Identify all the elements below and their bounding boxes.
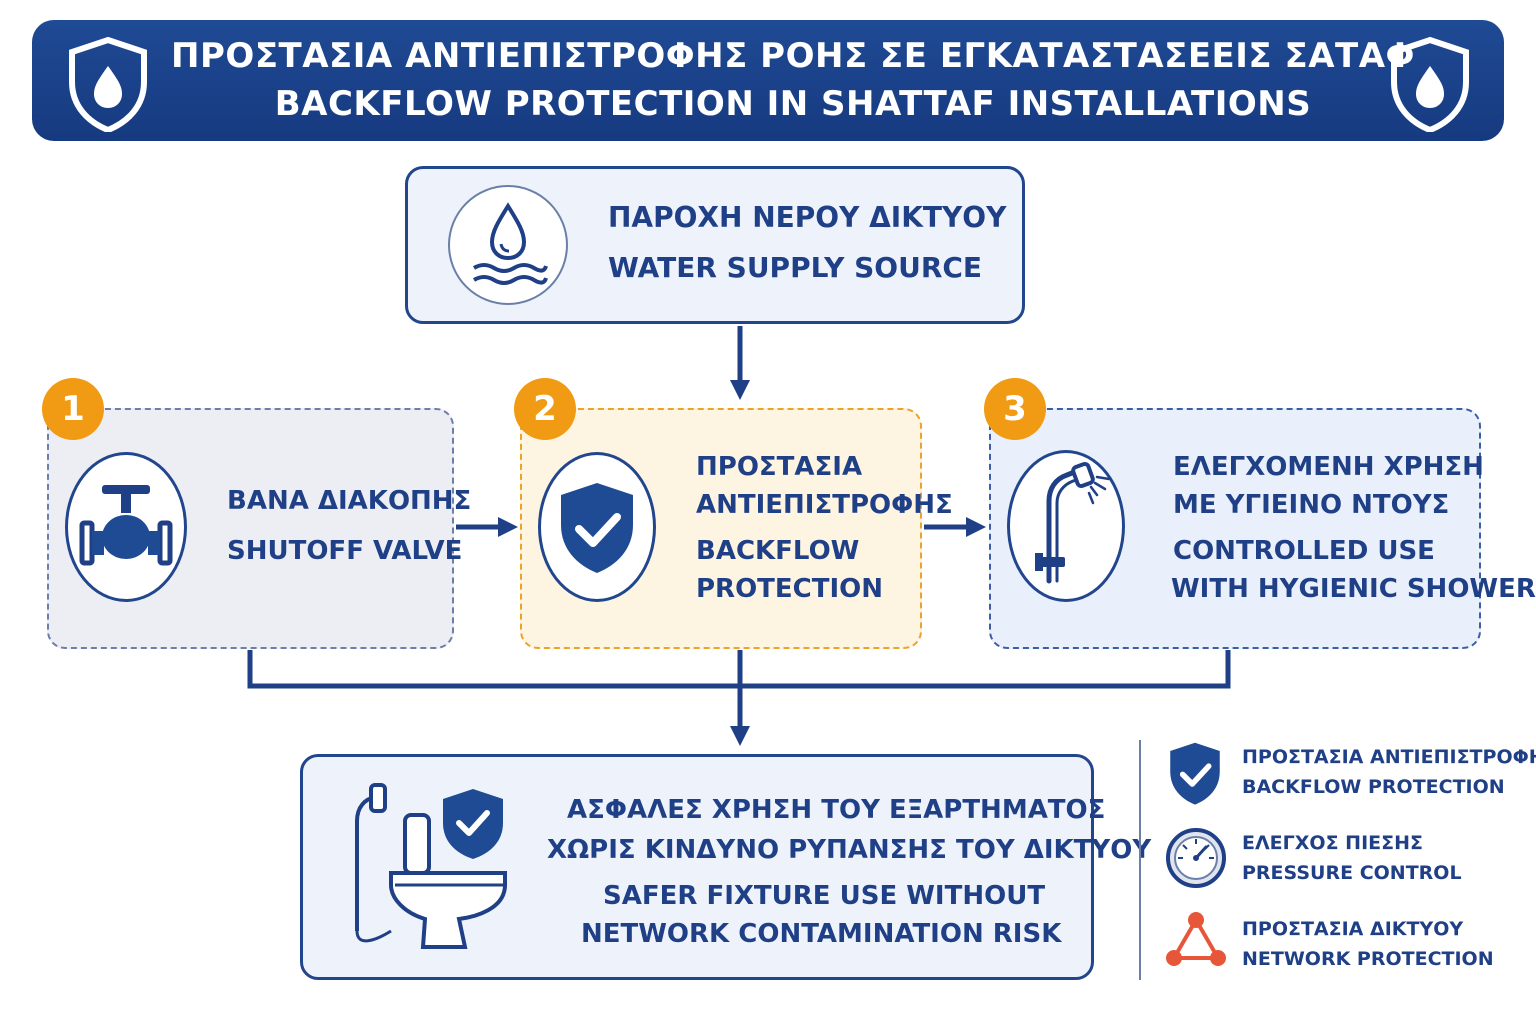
source-label-english: WATER SUPPLY SOURCE	[608, 251, 983, 284]
shield-check-icon	[561, 483, 633, 573]
step-2-label-english-2: PROTECTION	[696, 574, 884, 604]
step-1-number-badge: 1	[42, 378, 104, 440]
result-line-greek-1: ΑΣΦΑΛΕΣ ΧΡΗΣΗ ΤΟΥ ΕΞΑΡΤΗΜΑΤΟΣ	[567, 795, 1106, 825]
legend-backflow-greek: ΠΡΟΣΤΑΣΙΑ ΑΝΤΙΕΠΙΣΤΡΟΦΗΣ	[1242, 746, 1536, 768]
source-label-greek: ΠΑΡΟΧΗ ΝΕΡΟΥ ΔΙΚΤΥΟΥ	[608, 201, 1007, 234]
step-3-box: ΕΛΕΓΧΟΜΕΝΗ ΧΡΗΣΗ ΜΕ ΥΓΙΕΙΝΟ ΝΤΟΥΣ CONTRO…	[989, 408, 1536, 649]
legend-network-english: NETWORK PROTECTION	[1242, 948, 1494, 970]
water-supply-source-box: ΠΑΡΟΧΗ ΝΕΡΟΥ ΔΙΚΤΥΟΥ WATER SUPPLY SOURCE	[405, 166, 1025, 324]
result-line-english-2: NETWORK CONTAMINATION RISK	[581, 919, 1062, 949]
step-3-label-english-1: CONTROLLED USE	[1173, 536, 1435, 566]
legend-network-greek: ΠΡΟΣΤΑΣΙΑ ΔΙΚΤΥΟΥ	[1242, 918, 1464, 940]
network-nodes-icon	[1166, 912, 1226, 966]
toilet-shower-shield-icon	[355, 783, 507, 949]
result-line-english-1: SAFER FIXTURE USE WITHOUT	[603, 881, 1046, 911]
step-2-box: ΠΡΟΣΤΑΣΙΑ ΑΝΤΙΕΠΙΣΤΡΟΦΗΣ BACKFLOW PROTEC…	[520, 408, 953, 649]
step-1-label-greek: ΒΑΝΑ ΔΙΑΚΟΠΗΣ	[227, 486, 472, 516]
step-3-label-greek-1: ΕΛΕΓΧΟΜΕΝΗ ΧΡΗΣΗ	[1173, 452, 1484, 482]
step-1-icon-circle	[65, 452, 187, 602]
step-3-icon-circle	[1007, 450, 1125, 602]
step-2-number-badge: 2	[514, 378, 576, 440]
step-1-box: ΒΑΝΑ ΔΙΑΚΟΠΗΣ SHUTOFF VALVE	[47, 408, 471, 649]
header-title-english: BACKFLOW PROTECTION IN SHATTAF INSTALLAT…	[274, 84, 1312, 124]
legend-backflow-english: BACKFLOW PROTECTION	[1242, 776, 1505, 798]
water-drop-waves-icon	[472, 202, 548, 285]
legend-pressure-greek: ΕΛΕΓΧΟΣ ΠΙΕΣΗΣ	[1242, 832, 1423, 854]
result-box: ΑΣΦΑΛΕΣ ΧΡΗΣΗ ΤΟΥ ΕΞΑΡΤΗΜΑΤΟΣ ΧΩΡΙΣ ΚΙΝΔ…	[300, 754, 1151, 980]
step-2-label-greek-2: ΑΝΤΙΕΠΙΣΤΡΟΦΗΣ	[696, 490, 953, 520]
pressure-gauge-icon	[1166, 828, 1226, 888]
source-icon-circle	[448, 185, 568, 305]
step-3-number-badge: 3	[984, 378, 1046, 440]
step-2-icon-circle	[538, 452, 656, 602]
legend-divider	[1139, 740, 1141, 980]
header-title-greek: ΠΡΟΣΤΑΣΙΑ ΑΝΤΙΕΠΙΣΤΡΟΦΗΣ ΡΟΗΣ ΣΕ ΕΓΚΑΤΑΣ…	[171, 36, 1415, 76]
legend-shield-check-icon	[1170, 742, 1220, 805]
valve-icon	[79, 485, 173, 566]
shield-water-drop-icon	[69, 36, 147, 132]
step-3-label-greek-2: ΜΕ ΥΓΙΕΙΝΟ ΝΤΟΥΣ	[1173, 490, 1450, 520]
step-1-label-english: SHUTOFF VALVE	[227, 536, 463, 566]
step-2-label-english-1: BACKFLOW	[696, 536, 860, 566]
hygienic-shower-icon	[1035, 461, 1111, 584]
header-banner: ΠΡΟΣΤΑΣΙΑ ΑΝΤΙΕΠΙΣΤΡΟΦΗΣ ΡΟΗΣ ΣΕ ΕΓΚΑΤΑΣ…	[32, 20, 1504, 141]
step-2-label-greek-1: ΠΡΟΣΤΑΣΙΑ	[696, 452, 863, 482]
shield-water-drop-icon	[1391, 36, 1469, 132]
result-line-greek-2: ΧΩΡΙΣ ΚΙΝΔΥΝΟ ΡΥΠΑΝΣΗΣ ΤΟΥ ΔΙΚΤΥΟΥ	[547, 835, 1152, 865]
step-3-label-english-2: WITH HYGIENIC SHOWER	[1171, 574, 1536, 604]
legend-pressure-english: PRESSURE CONTROL	[1242, 862, 1462, 884]
